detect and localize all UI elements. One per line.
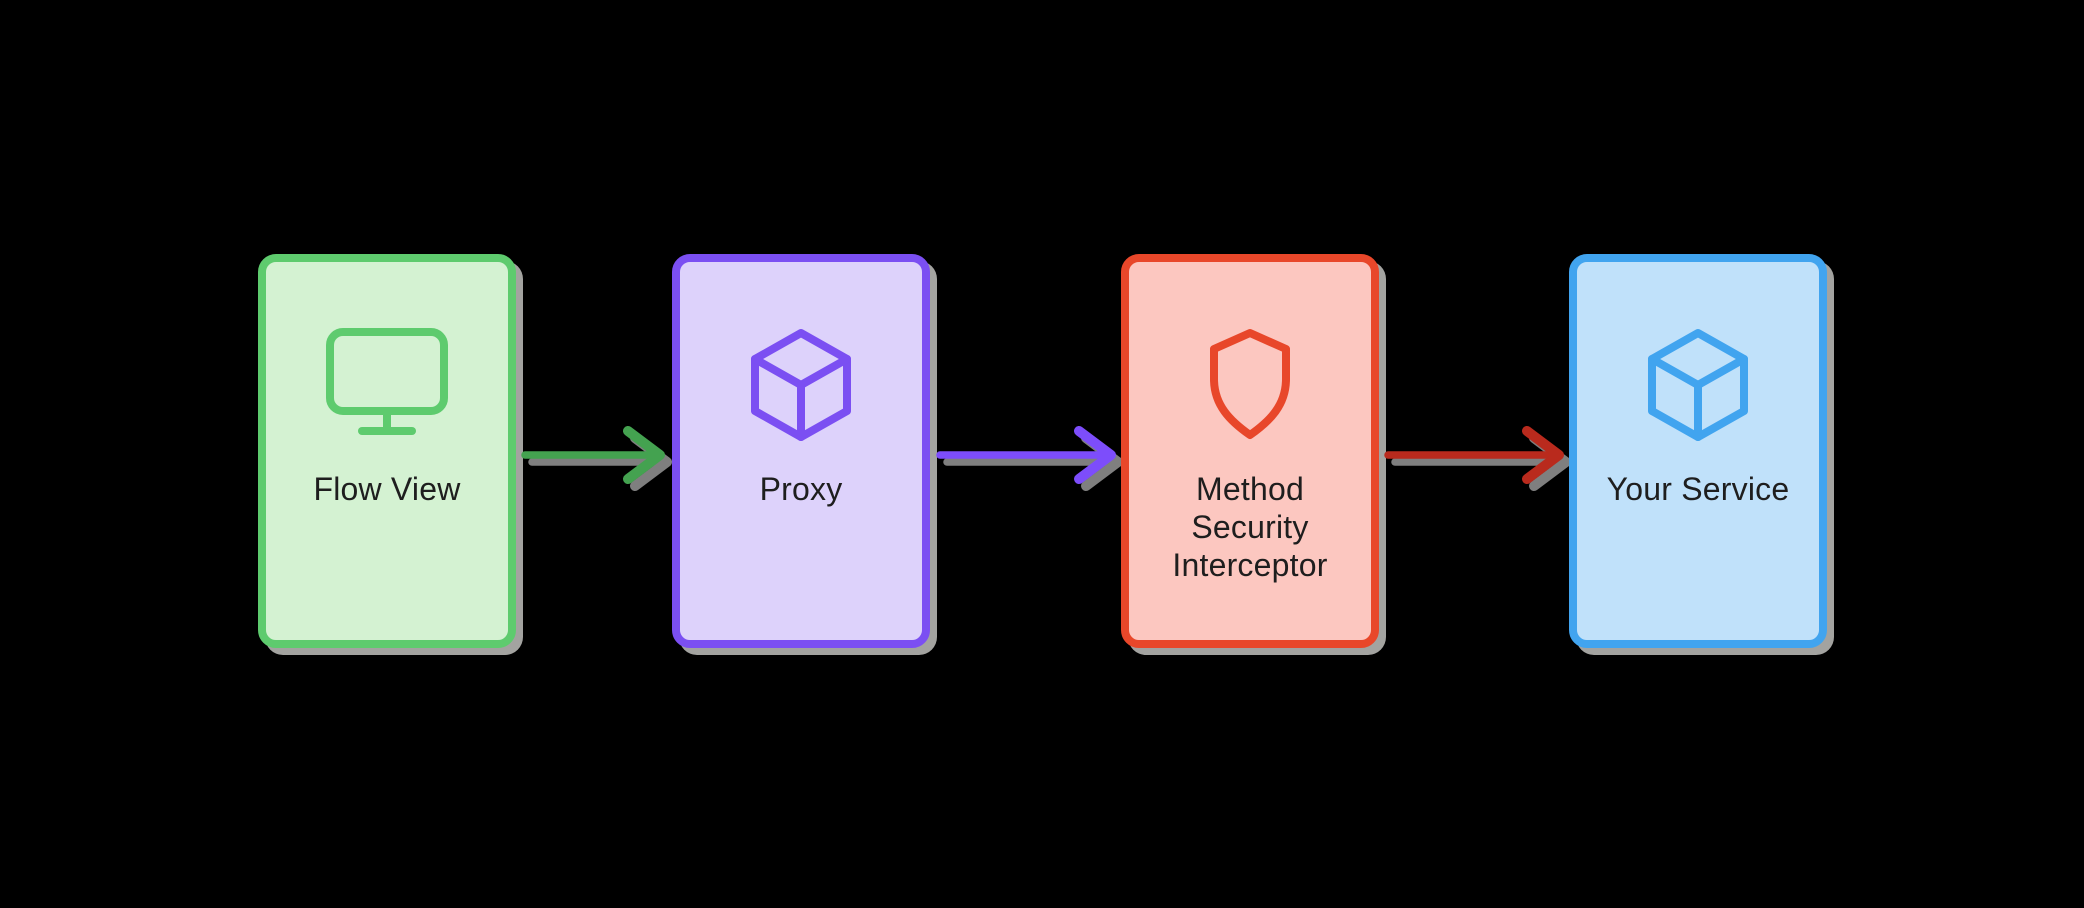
node-label: Flow View [313,471,461,507]
arrow-flow-view-to-proxy[interactable] [516,415,681,495]
node-flow-view[interactable]: Flow View [258,254,516,648]
arrow-method-security-interceptor-to-your-service[interactable] [1378,415,1573,495]
cube-icon [1648,329,1748,441]
cube-icon [751,329,851,441]
node-label: Method Security Interceptor [1172,471,1328,583]
node-method-security-interceptor[interactable]: Method Security Interceptor [1121,254,1379,648]
node-proxy[interactable]: Proxy [672,254,930,648]
arrow-proxy-to-method-security-interceptor[interactable] [930,415,1125,495]
node-label: Proxy [759,471,843,507]
node-your-service[interactable]: Your Service [1569,254,1827,648]
monitor-icon [326,328,448,435]
node-label: Your Service [1606,471,1790,507]
shield-icon [1210,329,1290,439]
